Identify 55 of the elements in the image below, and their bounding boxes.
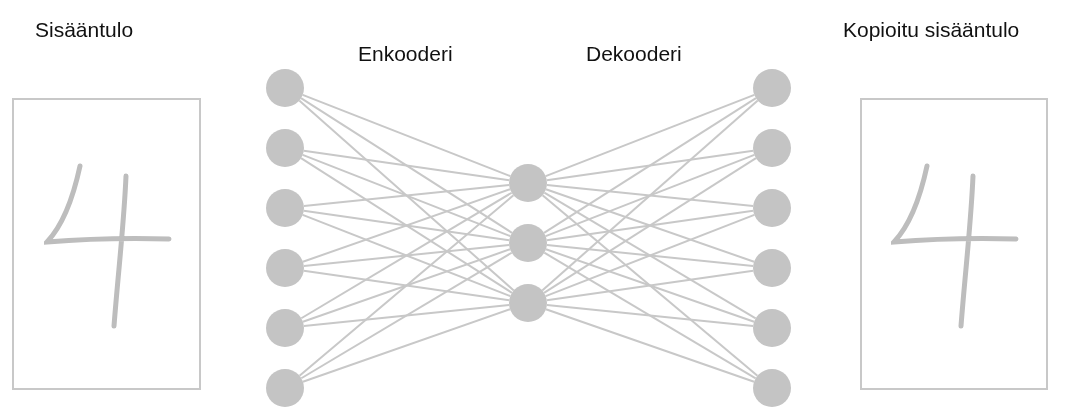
- layer-label: Enkooderi: [358, 42, 453, 66]
- neuron-circle: [753, 69, 791, 107]
- connection-line: [541, 99, 759, 292]
- connection-line: [300, 191, 513, 320]
- neuron-circle: [266, 129, 304, 167]
- connection-line: [300, 251, 513, 380]
- neuron-circle: [509, 284, 547, 322]
- connection-line: [545, 243, 755, 268]
- connection-line: [302, 243, 511, 268]
- connection-line: [302, 209, 511, 242]
- neuron-circle: [266, 69, 304, 107]
- connection-line: [545, 183, 755, 208]
- neuron-circle: [266, 309, 304, 347]
- connection-line: [544, 308, 756, 383]
- connection-line: [298, 99, 515, 292]
- connection-line: [543, 191, 757, 320]
- neuron-circle: [753, 189, 791, 227]
- neuron-circle: [509, 164, 547, 202]
- neuron-circle: [753, 249, 791, 287]
- connection-line: [302, 149, 511, 182]
- connection-line: [298, 194, 515, 377]
- connection-line: [301, 188, 512, 263]
- connection-line: [543, 251, 757, 380]
- connection-line: [544, 93, 756, 178]
- connection-line: [545, 269, 755, 302]
- connection-line: [543, 97, 757, 234]
- layer-label: Dekooderi: [586, 42, 682, 66]
- connection-line: [302, 269, 511, 302]
- neuron-circle: [753, 129, 791, 167]
- connection-line: [300, 157, 513, 294]
- neuron-circle: [266, 189, 304, 227]
- connection-line: [301, 308, 512, 383]
- connection-line: [300, 97, 513, 234]
- connection-line: [545, 303, 755, 328]
- heading: Sisääntulo: [35, 18, 134, 42]
- connection-line: [544, 213, 756, 298]
- heading: Kopioitu sisääntulo: [843, 18, 1020, 42]
- connection-line: [544, 188, 756, 263]
- connection-line: [302, 183, 511, 208]
- neuron-circle: [266, 369, 304, 407]
- neuron-circle: [509, 224, 547, 262]
- connection-line: [301, 248, 512, 323]
- connection-line: [301, 93, 512, 178]
- neuron-circle: [266, 249, 304, 287]
- connection-line: [545, 209, 755, 242]
- connection-line: [301, 213, 512, 298]
- neuron-circle: [753, 369, 791, 407]
- connection-line: [541, 194, 759, 377]
- neuron-circle: [753, 309, 791, 347]
- connection-line: [302, 303, 511, 328]
- connection-line: [543, 157, 757, 294]
- connection-line: [545, 149, 755, 182]
- connection-line: [544, 153, 756, 238]
- connection-line: [301, 153, 512, 238]
- connection-line: [544, 248, 756, 323]
